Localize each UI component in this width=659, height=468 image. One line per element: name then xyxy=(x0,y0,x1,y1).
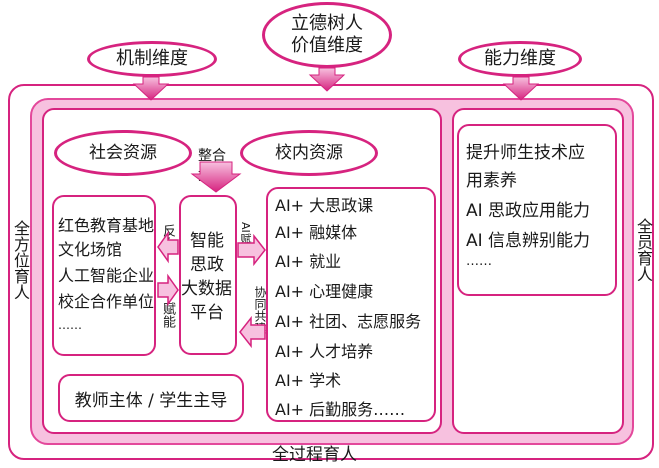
reverse-label: 反向 xyxy=(160,224,175,250)
ability-box xyxy=(457,124,617,296)
ability-list-item: AI 信息辨别能力 xyxy=(466,231,591,251)
coop-label: 协同共建 xyxy=(253,286,267,334)
value-dimension-label: 立德树人 价值维度 xyxy=(291,13,363,56)
platform-line: 思政 xyxy=(190,255,224,275)
social-list-item: 人工智能企业 xyxy=(58,266,155,285)
platform-line: 平台 xyxy=(190,303,224,323)
mechanism-dimension-oval: 机制维度 xyxy=(87,41,217,77)
ai-list-box xyxy=(266,187,436,422)
all-round-label: 全方位育人 xyxy=(11,220,30,300)
social-list-item: …… xyxy=(58,318,82,332)
integrate-label: 整合 xyxy=(198,148,226,164)
ai-list-item: AI+ 人才培养 xyxy=(275,342,374,361)
social-list-item: 文化场馆 xyxy=(58,240,123,259)
social-resources-oval: 社会资源 xyxy=(54,130,192,176)
social-list-item: 校企合作单位 xyxy=(58,292,155,311)
platform-box xyxy=(179,195,237,355)
whole-process-label: 全过程育人 xyxy=(272,445,357,465)
ability-list-item: …… xyxy=(466,254,492,269)
value-dimension-oval: 立德树人 价值维度 xyxy=(262,2,392,68)
all-staff-label: 全员育人 xyxy=(634,218,653,282)
ai-list-item: AI+ 学术 xyxy=(275,371,342,390)
ability-list-item: 提升师生技术应 xyxy=(466,143,585,163)
mechanism-dimension-label: 机制维度 xyxy=(116,48,188,69)
social-list-box xyxy=(52,195,156,356)
ability-list-item: 用素养 xyxy=(466,171,517,191)
platform-line: 智能 xyxy=(190,231,224,251)
teacher-student-label: 教师主体 / 学生主导 xyxy=(74,390,228,411)
teacher-student-box: 教师主体 / 学生主导 xyxy=(58,374,244,422)
social-list-item: 红色教育基地 xyxy=(58,216,155,235)
ai-list-item: AI+ 社团、志愿服务 xyxy=(275,312,422,331)
ai-list-item: AI+ 融媒体 xyxy=(275,223,358,242)
ability-dimension-label: 能力维度 xyxy=(484,48,556,69)
ai-list-item: AI+ 心理健康 xyxy=(275,282,374,301)
ai-list-item: AI+ 后勤服务…… xyxy=(275,400,406,419)
build-label: 搭建 xyxy=(198,168,226,184)
ai-list-item: AI+ 就业 xyxy=(275,252,342,271)
empower-label-left: 赋能 xyxy=(160,302,175,328)
platform-line: 大数据 xyxy=(181,279,232,299)
ability-dimension-oval: 能力维度 xyxy=(458,41,582,77)
ability-list-item: AI 思政应用能力 xyxy=(466,201,591,221)
ai-empower-label: AI赋能 xyxy=(239,222,252,255)
campus-resources-label: 校内资源 xyxy=(275,143,343,163)
campus-resources-oval: 校内资源 xyxy=(240,130,378,176)
ai-list-item: AI+ 大思政课 xyxy=(275,196,374,215)
social-resources-label: 社会资源 xyxy=(89,143,157,163)
